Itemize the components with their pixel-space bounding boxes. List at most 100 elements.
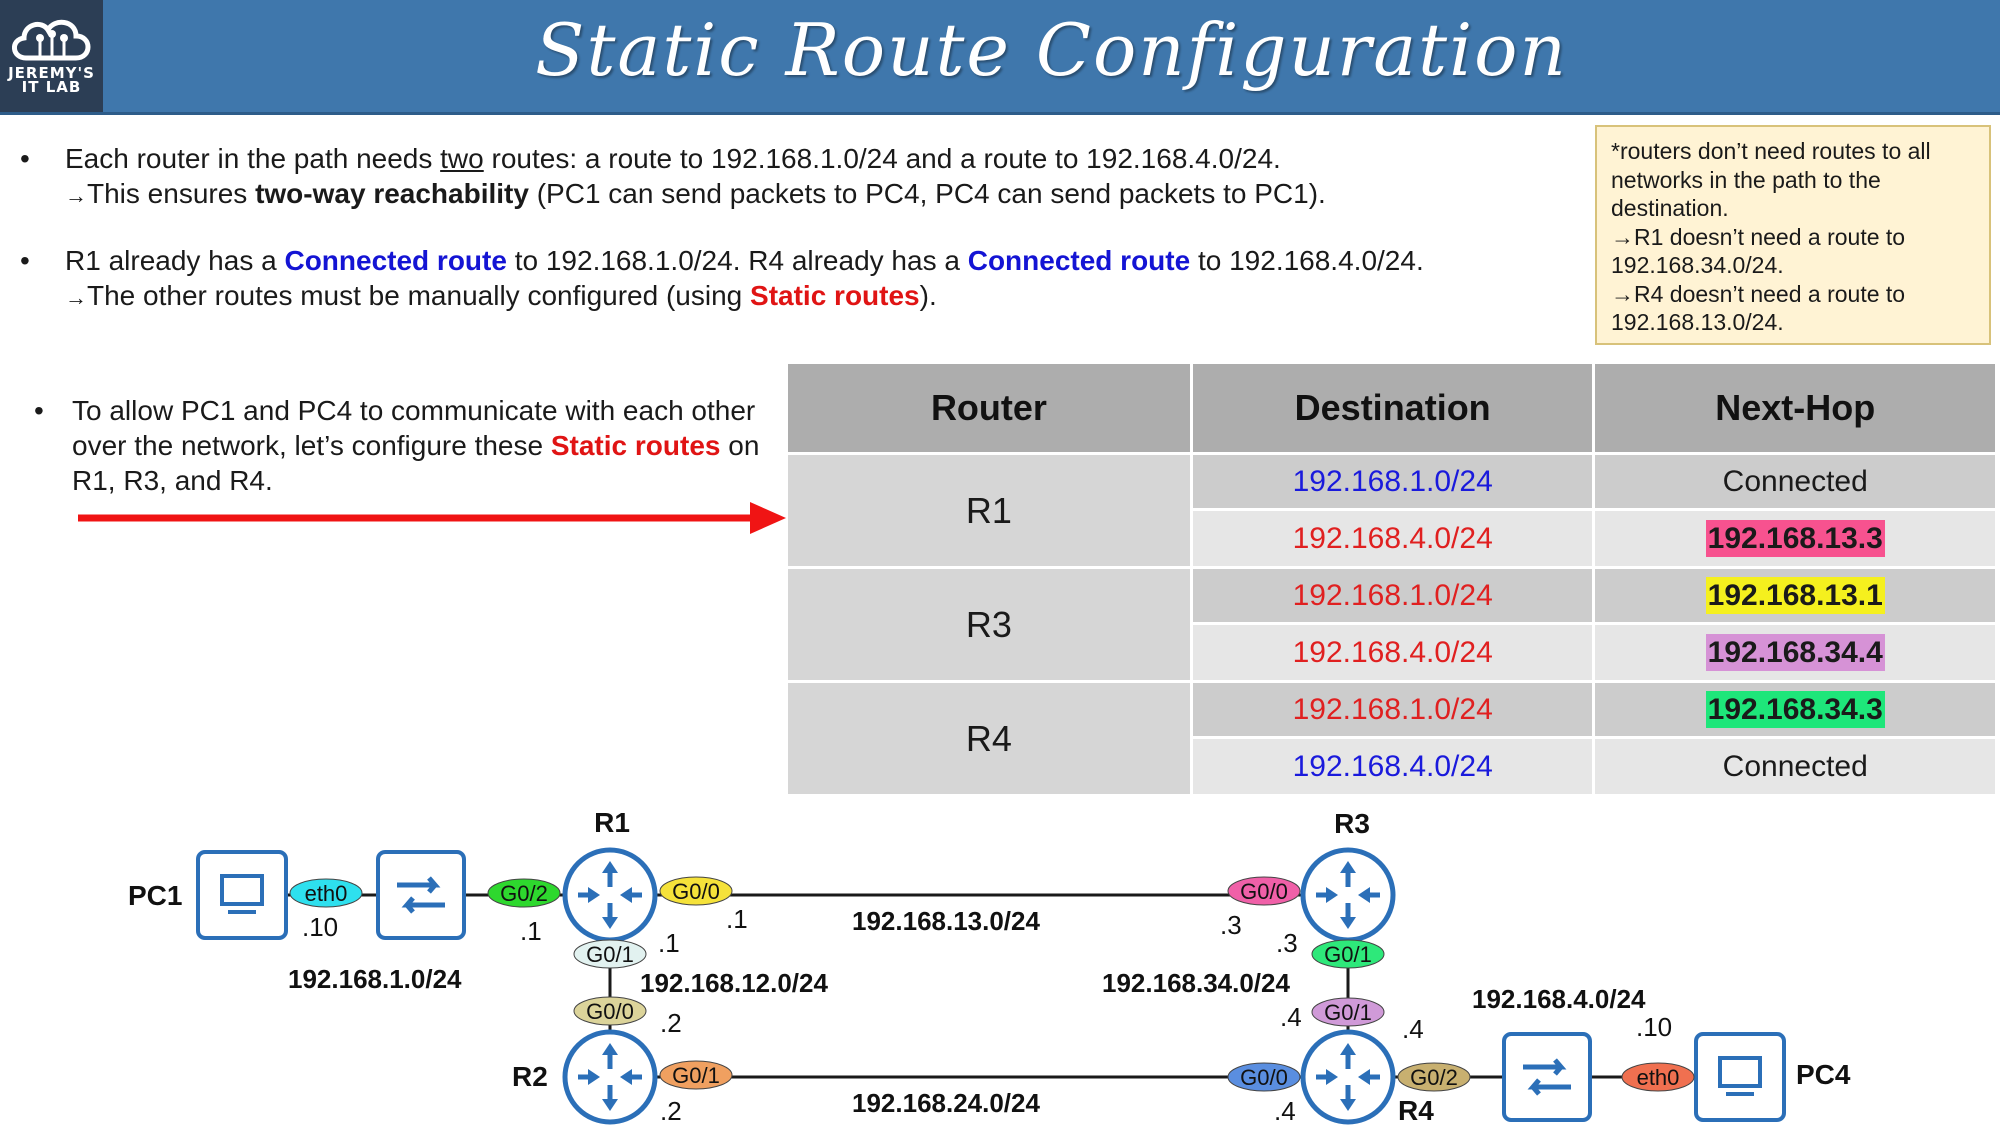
bullet-text: Each router in the path needs xyxy=(65,143,441,174)
cloud-circuit-icon xyxy=(12,19,91,61)
next-hop-text: Connected xyxy=(1722,464,1868,498)
r1-g02-interface: G0/2 xyxy=(487,878,561,908)
r4-label: R4 xyxy=(1398,1095,1434,1126)
connected-route-term: Connected route xyxy=(284,245,507,276)
next-hop-cell: 192.168.34.3 xyxy=(1593,681,1998,739)
emphasis-text: two-way reachability xyxy=(255,178,529,209)
next-hop-cell: Connected xyxy=(1593,453,1998,511)
destination-cell: 192.168.1.0/24 xyxy=(1191,681,1596,739)
column-header-next-hop: Next-Hop xyxy=(1593,364,1998,455)
network-label-34: 192.168.34.0/24 xyxy=(1102,968,1290,998)
underlined-text: two xyxy=(440,143,484,174)
network-label-1: 192.168.1.0/24 xyxy=(288,964,462,994)
next-hop-highlight: 192.168.34.4 xyxy=(1705,633,1885,671)
title-bar: JEREMY'S IT LAB Static Route Configurati… xyxy=(0,0,2000,115)
host-r3-g01: .3 xyxy=(1276,928,1298,958)
bullet-dot: • xyxy=(20,245,30,276)
static-route-term: Static routes xyxy=(550,430,721,461)
table-row: 192.168.4.0/24 192.168.13.3 xyxy=(788,509,1998,569)
bullet-subline: →This ensures two-way reachability (PC1 … xyxy=(65,176,1326,213)
sw1-switch-icon[interactable] xyxy=(376,850,466,940)
r3-label: R3 xyxy=(1334,808,1370,839)
bullet-text: R1 already has a xyxy=(65,245,285,276)
bullet-text: (PC1 can send packets to PC4, PC4 can se… xyxy=(528,178,1326,209)
r2-g00-interface: G0/0 xyxy=(573,996,647,1026)
note-line: →R4 doesn’t need a route to 192.168.13.0… xyxy=(1611,280,1906,336)
r1-g01-interface-label: G0/1 xyxy=(586,942,634,967)
logo-line1: JEREMY'S xyxy=(8,64,95,82)
r2-label: R2 xyxy=(512,1061,548,1092)
next-hop-cell: Connected xyxy=(1593,737,1998,797)
jeremys-it-lab-logo: JEREMY'S IT LAB xyxy=(0,0,103,112)
next-hop-highlight: 192.168.34.3 xyxy=(1705,690,1885,728)
host-r2-g00: .2 xyxy=(660,1008,682,1038)
pc4-pc-icon[interactable] xyxy=(1694,1032,1786,1122)
r3-g01-interface: G0/1 xyxy=(1311,939,1385,969)
host-r1-g00: .1 xyxy=(726,904,748,934)
r4-router-icon[interactable] xyxy=(1300,1029,1396,1125)
next-hop-cell: 192.168.13.3 xyxy=(1593,509,1998,569)
r3-g01-interface-label: G0/1 xyxy=(1324,942,1372,967)
host-r4-g00: .4 xyxy=(1274,1096,1296,1126)
bullet-text: to 192.168.1.0/24. R4 already has a xyxy=(506,245,968,276)
network-label-12: 192.168.12.0/24 xyxy=(640,968,828,998)
host-r1-g02: .1 xyxy=(520,916,542,946)
r2-g00-interface-label: G0/0 xyxy=(586,999,634,1024)
pc4-label: PC4 xyxy=(1796,1059,1851,1090)
r1-label: R1 xyxy=(594,807,630,838)
destination-cell: 192.168.4.0/24 xyxy=(1191,737,1596,797)
r4-g02-interface: G0/2 xyxy=(1397,1062,1471,1092)
destination-cell: 192.168.4.0/24 xyxy=(1191,509,1596,569)
note-line: *routers don’t need routes to all networ… xyxy=(1611,138,1931,221)
r1-router-icon[interactable] xyxy=(562,847,658,943)
bullet-text: To allow PC1 and PC4 to communicate with… xyxy=(72,395,756,461)
note-line: →R1 doesn’t need a route to 192.168.34.0… xyxy=(1611,223,1906,279)
bullet-line: Each router in the path needs two routes… xyxy=(65,141,1326,176)
bullet-dot: • xyxy=(20,143,30,174)
r2-g01-interface-label: G0/1 xyxy=(672,1063,720,1088)
host-pc1: .10 xyxy=(302,912,338,942)
destination-cell: 192.168.1.0/24 xyxy=(1191,567,1596,625)
r3-g00-interface: G0/0 xyxy=(1227,876,1301,906)
r1-g01-interface: G0/1 xyxy=(573,939,647,969)
host-r4-g01: .4 xyxy=(1280,1002,1302,1032)
host-r4-g02: .4 xyxy=(1402,1014,1424,1044)
connected-route-term: Connected route xyxy=(967,245,1191,276)
note-box: *routers don’t need routes to all networ… xyxy=(1595,125,1991,345)
host-pc4: .10 xyxy=(1636,1012,1672,1042)
column-header-destination: Destination xyxy=(1191,364,1596,455)
next-hop-highlight: 192.168.13.3 xyxy=(1705,519,1885,557)
r4-g00-interface: G0/0 xyxy=(1227,1062,1301,1092)
pc4-eth0-interface: eth0 xyxy=(1621,1062,1695,1092)
pc1-eth0-interface: eth0 xyxy=(289,878,363,908)
r2-router-icon[interactable] xyxy=(562,1029,658,1125)
bullet-subline: →The other routes must be manually confi… xyxy=(65,278,1424,315)
bullet-text: ). xyxy=(919,280,937,311)
right-arrow-icon: → xyxy=(65,183,87,208)
table-header-row: Router Destination Next-Hop xyxy=(788,364,1998,455)
bullet-dot: • xyxy=(34,395,44,426)
r4-g01-interface-label: G0/1 xyxy=(1324,1000,1372,1025)
r2-g01-interface: G0/1 xyxy=(659,1060,733,1090)
host-r3-g00: .3 xyxy=(1220,910,1242,940)
r3-router-icon[interactable] xyxy=(1300,847,1396,943)
pc1-pc-icon[interactable] xyxy=(196,850,288,940)
r4-g02-interface-label: G0/2 xyxy=(1410,1065,1458,1090)
bullet-line: R1 already has a Connected route to 192.… xyxy=(65,243,1424,278)
r4-g00-interface-label: G0/0 xyxy=(1240,1065,1288,1090)
destination-cell: 192.168.1.0/24 xyxy=(1191,453,1596,511)
logo-line2: IT LAB xyxy=(21,78,82,96)
router-cell: R1 xyxy=(788,453,1193,569)
bullet-text: routes: a route to 192.168.1.0/24 and a … xyxy=(483,143,1281,174)
pc1-label: PC1 xyxy=(128,880,182,911)
sw4-switch-icon[interactable] xyxy=(1502,1032,1592,1122)
pc4-eth0-interface-label: eth0 xyxy=(1637,1065,1680,1090)
r1-g02-interface-label: G0/2 xyxy=(500,881,548,906)
bullet-two-routes: • Each router in the path needs two rout… xyxy=(20,141,1326,213)
next-hop-cell: 192.168.34.4 xyxy=(1593,623,1998,683)
